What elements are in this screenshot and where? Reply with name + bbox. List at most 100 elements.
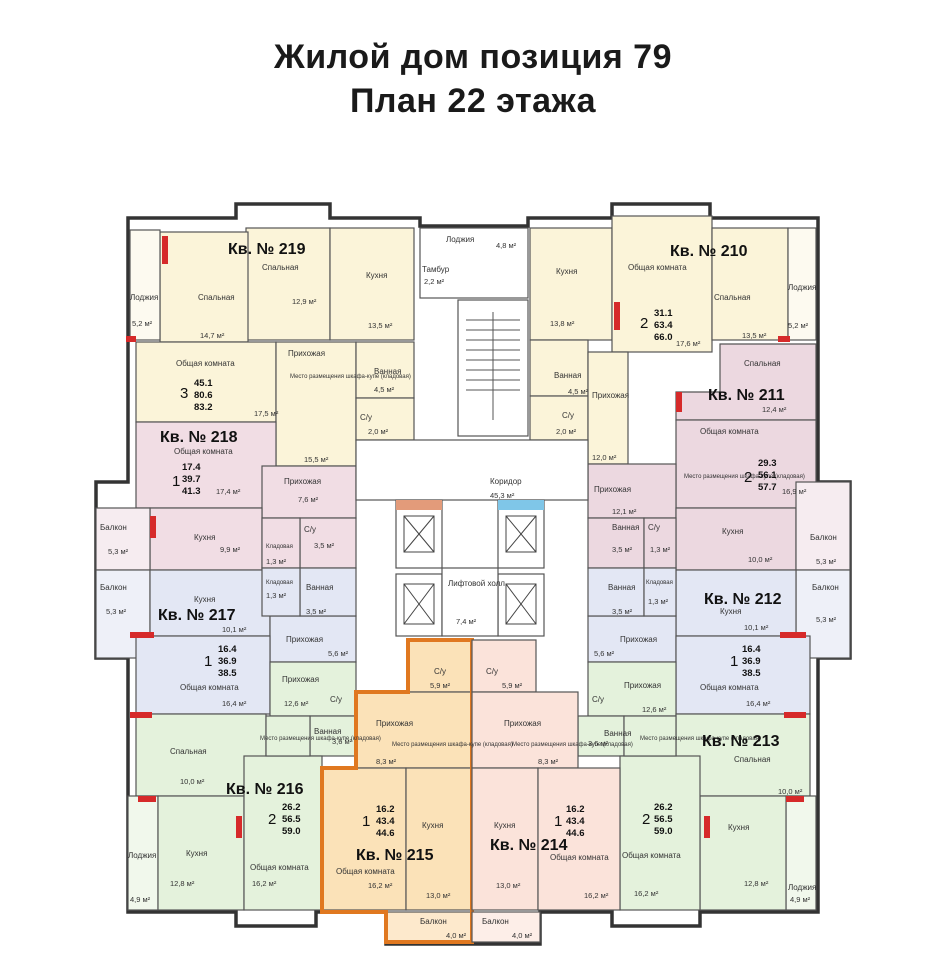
r219-bed-small-area: 12,9 м² xyxy=(292,297,317,306)
r219-bath-name: Ванная xyxy=(374,367,401,376)
r213-wc-name: С/у xyxy=(592,695,604,704)
r214-kitchen-name: Кухня xyxy=(494,821,515,830)
r217-bath-area: 3,5 м² xyxy=(306,607,327,616)
room-210-hall xyxy=(587,351,629,465)
r219-bed-area: 14,7 м² xyxy=(200,331,225,340)
r216-living-area: 16,2 м² xyxy=(252,879,277,888)
room-214-hall xyxy=(471,691,579,769)
room-216-hall xyxy=(269,661,357,717)
apt-214-s2: 43.4 xyxy=(566,816,585,827)
r214-wc-name: С/у xyxy=(486,667,498,676)
corridor xyxy=(355,439,589,501)
r219-bath-area: 4,5 м² xyxy=(374,385,395,394)
room-214-kitchen xyxy=(471,767,539,911)
room-215-hall xyxy=(355,691,473,769)
apt-212-s3: 38.5 xyxy=(742,668,761,679)
r215-balcony-name: Балкон xyxy=(420,917,447,926)
r212-kitchen-name: Кухня xyxy=(720,607,741,616)
room-216-bath xyxy=(309,715,357,757)
apt-218-s2: 39.7 xyxy=(182,474,201,485)
r210-kitchen-area: 13,8 м² xyxy=(550,319,575,328)
r210-bath-area: 4,5 м² xyxy=(568,387,589,396)
r211-balcony-name: Балкон xyxy=(810,533,837,542)
room-219-hall xyxy=(275,341,357,467)
apt-217-s2: 36.9 xyxy=(218,656,237,667)
r216-hall-name: Прихожая xyxy=(282,675,319,684)
r213-closet-name: Место размещения шкафа-купе (кладовая) xyxy=(640,736,761,742)
r215-kitchen-area: 13,0 м² xyxy=(426,891,451,900)
r211-wc-name: С/у xyxy=(648,523,660,532)
window-markers xyxy=(126,236,806,838)
r215-living-name: Общая комната xyxy=(336,867,395,876)
apt-214-s3: 44.6 xyxy=(566,828,585,839)
r213-bath-area: 3,6 м² xyxy=(588,739,609,748)
r214-living-area: 16,2 м² xyxy=(584,891,609,900)
room-217-bath xyxy=(299,567,357,617)
room-214-living xyxy=(537,767,621,911)
r216-bed-area: 10,0 м² xyxy=(180,777,205,786)
elevator-top-left xyxy=(396,500,442,510)
apt-210-s1: 31.1 xyxy=(654,308,673,319)
r215-wc-area: 5,9 м² xyxy=(430,681,451,690)
apt-211-s3: 57.7 xyxy=(758,482,777,493)
room-213-living xyxy=(619,755,701,911)
room-216-kitchen xyxy=(157,795,245,911)
apt-211-label: Кв. № 211 xyxy=(708,387,785,404)
apartment-219 xyxy=(129,227,415,467)
r219-loggia-name: Лоджия xyxy=(130,293,158,302)
r210-hall-name: Прихожая xyxy=(592,391,629,400)
r218-store-name: Кладовая xyxy=(266,544,293,550)
corridor-area: 45,3 м² xyxy=(490,491,515,500)
r215-hall-area: 8,3 м² xyxy=(376,757,397,766)
lift-hall-name: Лифтовой холл xyxy=(448,579,505,588)
r217-balcony-area: 5,3 м² xyxy=(106,607,127,616)
r214-kitchen-area: 13,0 м² xyxy=(496,881,521,890)
apt-219-rooms: 3 xyxy=(180,385,188,402)
r210-bath-name: Ванная xyxy=(554,371,581,380)
room-214-wc xyxy=(471,639,537,693)
apt-214-rooms: 1 xyxy=(554,813,562,830)
room-219-loggia xyxy=(129,229,161,341)
room-219-bedroom-small xyxy=(245,227,331,341)
stair-steps-icon xyxy=(466,312,520,420)
r219-wc-area: 2,0 м² xyxy=(368,427,389,436)
r217-bath-name: Ванная xyxy=(306,583,333,592)
apt-211-rooms: 2 xyxy=(744,469,752,486)
r210-kitchen-name: Кухня xyxy=(556,267,577,276)
apt-213-rooms: 2 xyxy=(642,811,650,828)
r215-living-area: 16,2 м² xyxy=(368,881,393,890)
r210-living-name: Общая комната xyxy=(628,263,687,272)
apartment-218 xyxy=(95,421,357,571)
r217-hall-area: 5,6 м² xyxy=(328,649,349,658)
r217-kitchen-name: Кухня xyxy=(194,595,215,604)
apt-214-label: Кв. № 214 xyxy=(490,837,568,854)
page-subtitle: План 22 этажа xyxy=(349,82,596,120)
room-217-kitchen xyxy=(149,569,271,637)
r212-balcony-area: 5,3 м² xyxy=(816,615,837,624)
room-218-balcony xyxy=(95,507,151,571)
apt-212-s2: 36.9 xyxy=(742,656,761,667)
apt-210-rooms: 2 xyxy=(640,315,648,332)
stair-block xyxy=(419,227,529,437)
lift-hall xyxy=(441,567,499,637)
apartment-213 xyxy=(577,661,817,911)
r210-wc-name: С/у xyxy=(562,411,574,420)
r216-kitchen-name: Кухня xyxy=(186,849,207,858)
r212-hall-area: 5,6 м² xyxy=(594,649,615,658)
apt-216-rooms: 2 xyxy=(268,811,276,828)
r218-kitchen-area: 9,9 м² xyxy=(220,545,241,554)
r219-kitchen-area: 13,5 м² xyxy=(368,321,393,330)
apartment-210 xyxy=(529,215,817,465)
r211-kitchen-area: 10,0 м² xyxy=(748,555,773,564)
apt-219-label: Кв. № 219 xyxy=(228,241,306,258)
r218-living-area: 17,4 м² xyxy=(216,487,241,496)
r214-wc-area: 5,9 м² xyxy=(502,681,523,690)
room-210-loggia xyxy=(787,227,817,341)
room-214-balcony xyxy=(471,911,541,943)
r212-balcony-name: Балкон xyxy=(812,583,839,592)
r215-closet-name: Место размещения шкафа-купе (кладовая) xyxy=(392,742,513,748)
room-210-bedroom xyxy=(711,227,789,341)
room-218-living xyxy=(135,421,277,509)
r216-bed-name: Спальная xyxy=(170,747,207,756)
